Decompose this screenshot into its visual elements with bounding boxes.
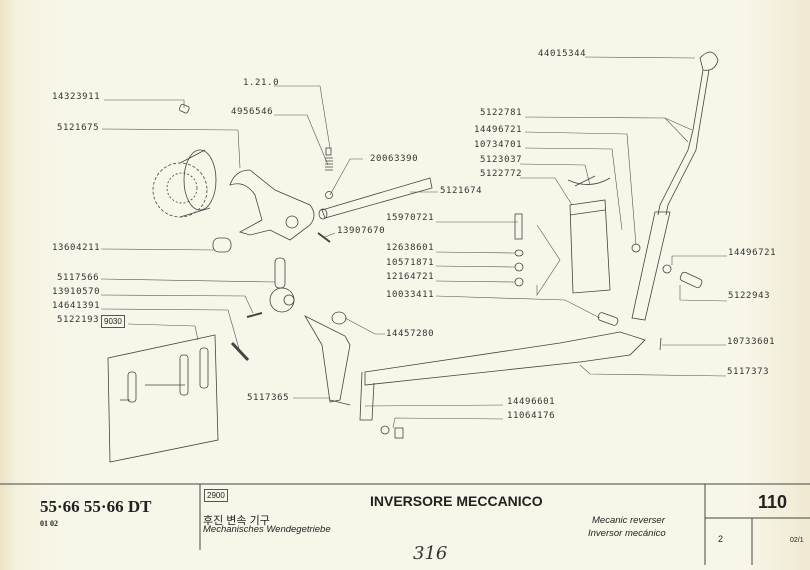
sliding-gear-drawing xyxy=(152,149,217,218)
model-numbers: 55·66 55·66 DT xyxy=(40,497,152,516)
part-label: 14641391 xyxy=(52,301,101,311)
title-spanish: Inversor mecánico xyxy=(588,528,666,539)
handwritten-note: 316 xyxy=(413,543,448,564)
bolts-washers-drawing xyxy=(514,213,703,351)
title-german: Mechanisches Wendegetriebe xyxy=(203,524,331,535)
part-label: 13604211 xyxy=(52,243,101,253)
group-box: 2900 xyxy=(204,489,228,502)
title-korean: 후진 변속 기구 xyxy=(203,515,270,527)
gate-plate-drawing xyxy=(107,334,250,463)
part-label: 20063390 xyxy=(370,154,419,164)
page-number: 110 xyxy=(758,492,788,512)
page-title: INVERSORE MECCANICO xyxy=(370,493,543,509)
linkage-rod-drawing xyxy=(359,331,646,439)
section-number: 2 xyxy=(718,534,724,544)
part-label: 14457280 xyxy=(386,329,435,339)
reverse-lever-drawing xyxy=(303,311,351,406)
detent-spring-drawing xyxy=(325,147,333,199)
part-label: 14323911 xyxy=(52,92,101,102)
revision: 02/1 xyxy=(790,537,804,544)
part-label: 10033411 xyxy=(386,290,435,300)
roll-pin-drawing xyxy=(317,232,331,243)
title-english: Mecanic reverser xyxy=(592,515,665,526)
gear-lever-drawing xyxy=(631,51,719,321)
part-label: 5122193 xyxy=(57,315,100,325)
part-label: 5122943 xyxy=(728,291,771,301)
part-label: 10733601 xyxy=(727,337,776,347)
part-label: 10734701 xyxy=(474,140,523,150)
reference-box: 9030 xyxy=(101,315,125,328)
part-label: 1.21.0 xyxy=(243,78,280,88)
part-label: 12164721 xyxy=(386,272,435,282)
part-label: 5122772 xyxy=(480,169,523,179)
part-label: 14496721 xyxy=(474,125,523,135)
lever-arm-drawing xyxy=(269,257,295,313)
pin-drawing xyxy=(178,103,190,114)
model-codes: 01 02 xyxy=(40,519,58,528)
part-label: 4956546 xyxy=(231,107,274,117)
bushing-drawing xyxy=(212,237,232,253)
shift-fork-drawing xyxy=(229,169,315,241)
part-label: 44015344 xyxy=(538,49,587,59)
part-label: 14496601 xyxy=(507,397,556,407)
part-label: 11064176 xyxy=(507,411,556,421)
part-label: 13907670 xyxy=(337,226,386,236)
part-label: 5117566 xyxy=(57,273,100,283)
part-label: 5117373 xyxy=(727,367,770,377)
part-label: 5121674 xyxy=(440,186,483,196)
roll-pin-2-drawing xyxy=(246,312,263,318)
part-label: 13910570 xyxy=(52,287,101,297)
part-label: 15970721 xyxy=(386,213,435,223)
part-label: 5117365 xyxy=(247,393,290,403)
fork-rod-drawing xyxy=(318,177,433,220)
part-label: 5121675 xyxy=(57,123,100,133)
bracket-drawing xyxy=(567,175,611,294)
leader-lines xyxy=(100,56,728,429)
part-label: 5122781 xyxy=(480,108,523,118)
part-label: 12638601 xyxy=(386,243,435,253)
part-label: 10571871 xyxy=(386,258,435,268)
part-label: 14496721 xyxy=(728,248,777,258)
part-label: 5123037 xyxy=(480,155,523,165)
